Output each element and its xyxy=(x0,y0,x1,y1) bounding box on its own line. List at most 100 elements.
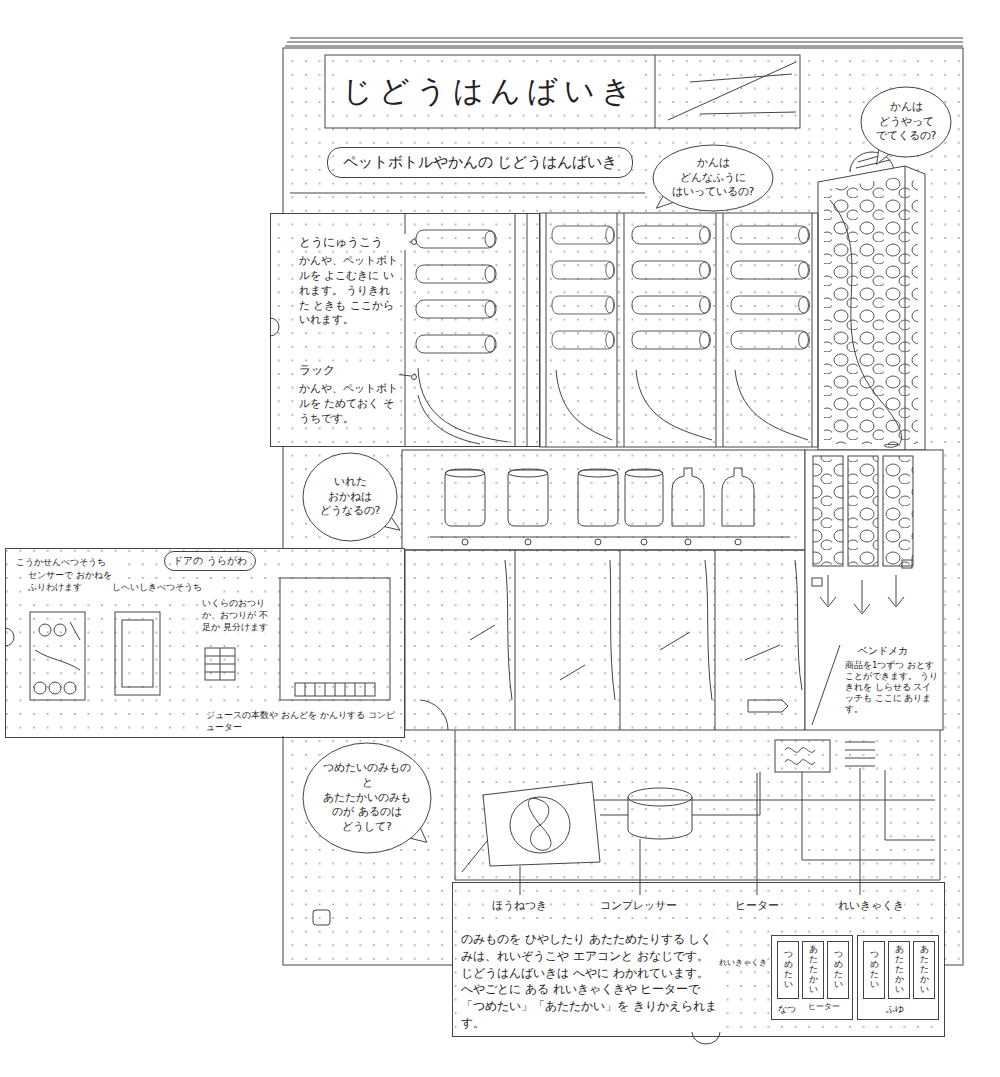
title-frame xyxy=(325,55,800,128)
explain-panel-ground xyxy=(452,882,945,1032)
room-cell: つめたい xyxy=(777,941,799,999)
display-illustration xyxy=(508,469,548,477)
rack-illustration xyxy=(552,261,614,279)
display-illustration xyxy=(685,539,691,545)
vend-mechanism-illustration xyxy=(883,456,913,566)
display-illustration xyxy=(735,539,741,545)
part-label: 商品を1つずつ おとすことができます。 うりきれを しらせる スイッチも ここに… xyxy=(845,660,940,715)
title-frame xyxy=(668,62,796,120)
display-illustration xyxy=(578,469,618,477)
speech-bubble: かんは どんなふうに はいっているの? xyxy=(652,144,774,212)
node-text: ジュースの本数や おんどを かんりする コンピューター xyxy=(206,709,398,733)
door-flap-panel: こうかせんべつそうちセンサーで おかねを ふりわけますしへいしきべつそうちいくら… xyxy=(5,548,405,738)
rack-illustration xyxy=(731,261,809,279)
display-illustration xyxy=(672,468,704,526)
speech-bubble: かんは どうやって でてくるの? xyxy=(860,86,952,158)
display-illustration xyxy=(445,469,485,477)
cooling-machine-illustration xyxy=(628,788,692,806)
room-cell: あたたかい xyxy=(913,941,935,999)
coin-panel-illustration xyxy=(5,548,405,736)
speech-bubble: つめたいのみものと あたたかいのみものが あるのは どうして? xyxy=(302,742,432,854)
explain-panel-ground xyxy=(452,882,945,1032)
rack-illustration xyxy=(552,331,614,349)
text-holder: つめたい xyxy=(828,942,848,998)
node-text: いくらのおつりか、おつりが 不足か 見分けます xyxy=(202,597,272,633)
season-machine: ふゆつめたいあたたかいあたたかい xyxy=(857,935,939,1020)
vend-mechanism-illustration xyxy=(902,560,912,568)
coin-panel-illustration xyxy=(39,624,51,636)
part-label: ベンドメカ xyxy=(858,644,908,657)
node-text: ドアの うらがわ xyxy=(173,554,246,568)
rack-illustration xyxy=(731,296,809,314)
explain-panel-ground xyxy=(692,1032,720,1044)
node-text: のみものを ひやしたり あたためたりする しくみは、れいぞうこや エアコンと お… xyxy=(461,931,719,1032)
column-illustration xyxy=(505,560,802,700)
coin-panel-illustration xyxy=(205,648,235,680)
can-stack-illustration xyxy=(905,166,906,450)
vend-mechanism-illustration xyxy=(805,450,943,730)
coin-panel-illustration xyxy=(205,648,235,680)
bubble-outline xyxy=(303,453,397,541)
rack-illustration xyxy=(556,370,808,440)
cooling-machine-illustration xyxy=(775,740,830,772)
node-text: つめたい xyxy=(784,950,793,990)
column-illustration xyxy=(748,700,788,712)
flap-panel-illustration xyxy=(270,213,540,447)
room-cell: つめたい xyxy=(827,941,849,999)
rack-illustration xyxy=(546,213,812,447)
cooling-machine-illustration xyxy=(845,742,875,766)
rack-illustration xyxy=(731,226,809,244)
flap-panel-illustration xyxy=(416,300,496,318)
cooling-machine-illustration xyxy=(528,798,550,850)
room-cell: あたたかい xyxy=(888,941,910,999)
node-text: あたたかい xyxy=(920,945,929,994)
back-page xyxy=(313,910,330,925)
node-text: かんや、ペットボトルを よこむきに いれます。 うりきれた ときも ここから い… xyxy=(299,254,399,328)
display-illustration xyxy=(722,468,754,526)
node-text: あたたかい xyxy=(809,945,818,994)
node-text: なつ xyxy=(778,1003,804,1015)
text-holder: あたたかい xyxy=(803,942,823,998)
part-label: れいきゃくき xyxy=(838,899,904,913)
vend-mechanism-illustration xyxy=(820,575,904,614)
vend-mechanism-illustration xyxy=(848,456,878,566)
back-page xyxy=(283,48,963,965)
part-label: ヒーター xyxy=(808,1002,840,1012)
flap-panel-illustration xyxy=(405,213,527,447)
part-label: れいきゃくき xyxy=(719,958,767,968)
node-text: かんは どんなふうに はいっているの? xyxy=(671,156,756,201)
title-frame xyxy=(290,193,645,194)
rack-illustration xyxy=(632,296,710,314)
display-illustration xyxy=(595,539,601,545)
display-illustration xyxy=(402,450,805,550)
cooling-machine-illustration xyxy=(600,770,935,860)
text-holder: ドアの うらがわ xyxy=(165,552,255,570)
can-stack-illustration xyxy=(818,166,925,450)
bubble-outline xyxy=(303,743,431,853)
node-text: つめたいのみものと あたたかいのみものが あるのは どうして? xyxy=(322,761,413,835)
node-text: こうかせんべつそうち xyxy=(16,556,126,568)
rack-illustration xyxy=(731,331,809,349)
coin-panel-illustration xyxy=(295,683,375,696)
can-stack-illustration xyxy=(818,152,925,450)
coin-panel-illustration xyxy=(280,578,390,700)
explain-panel-ground xyxy=(452,882,945,1044)
rack-illustration xyxy=(632,226,710,244)
cooling-machine-illustration xyxy=(510,797,570,853)
flap-panel: とうにゅうこうかんや、ペットボトルを よこむきに いれます。 うりきれた ときも… xyxy=(270,213,540,447)
text-holder: つめたい xyxy=(864,942,884,998)
column-illustration xyxy=(420,700,448,730)
display-illustration xyxy=(625,470,663,526)
bubble-outline xyxy=(861,87,951,157)
rack-illustration xyxy=(632,331,710,349)
speech-bubble: いれた おかねは どうなるの? xyxy=(302,452,398,542)
display-illustration xyxy=(402,450,805,550)
vend-mechanism-illustration xyxy=(805,450,943,730)
node-text: かんや、ペットボトルを ためておく そうちです。 xyxy=(299,382,399,427)
display-illustration xyxy=(445,470,485,526)
coin-panel-illustration xyxy=(5,628,14,646)
node-text: センサーで おかねを ふりわけます xyxy=(28,569,120,593)
title-holder: じどうはんばいき xyxy=(325,55,655,128)
room-cell: つめたい xyxy=(863,941,885,999)
display-illustration xyxy=(430,537,790,538)
